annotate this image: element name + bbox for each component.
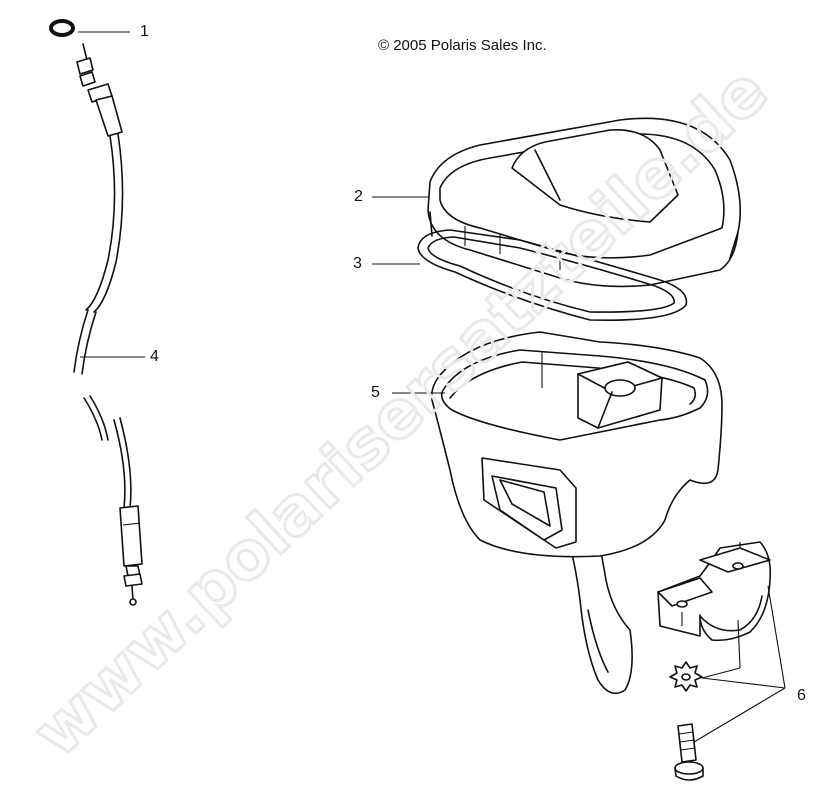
- part-1-o-ring: [49, 19, 75, 37]
- part-4-throttle-cable: [73, 43, 143, 606]
- leader-lines-6: [693, 585, 786, 743]
- callout-1: 1: [140, 23, 149, 40]
- callout-2: 2: [354, 188, 363, 205]
- part-3-gasket: [417, 229, 688, 322]
- part-6-clamp-hardware: [657, 541, 772, 781]
- callout-3: 3: [353, 255, 362, 272]
- callout-4: 4: [150, 348, 159, 365]
- copyright-text: © 2005 Polaris Sales Inc.: [378, 37, 547, 54]
- part-2-cover: [427, 117, 742, 288]
- callout-5: 5: [371, 384, 380, 401]
- part-5-throttle-housing: [430, 331, 723, 695]
- callout-6: 6: [797, 687, 806, 704]
